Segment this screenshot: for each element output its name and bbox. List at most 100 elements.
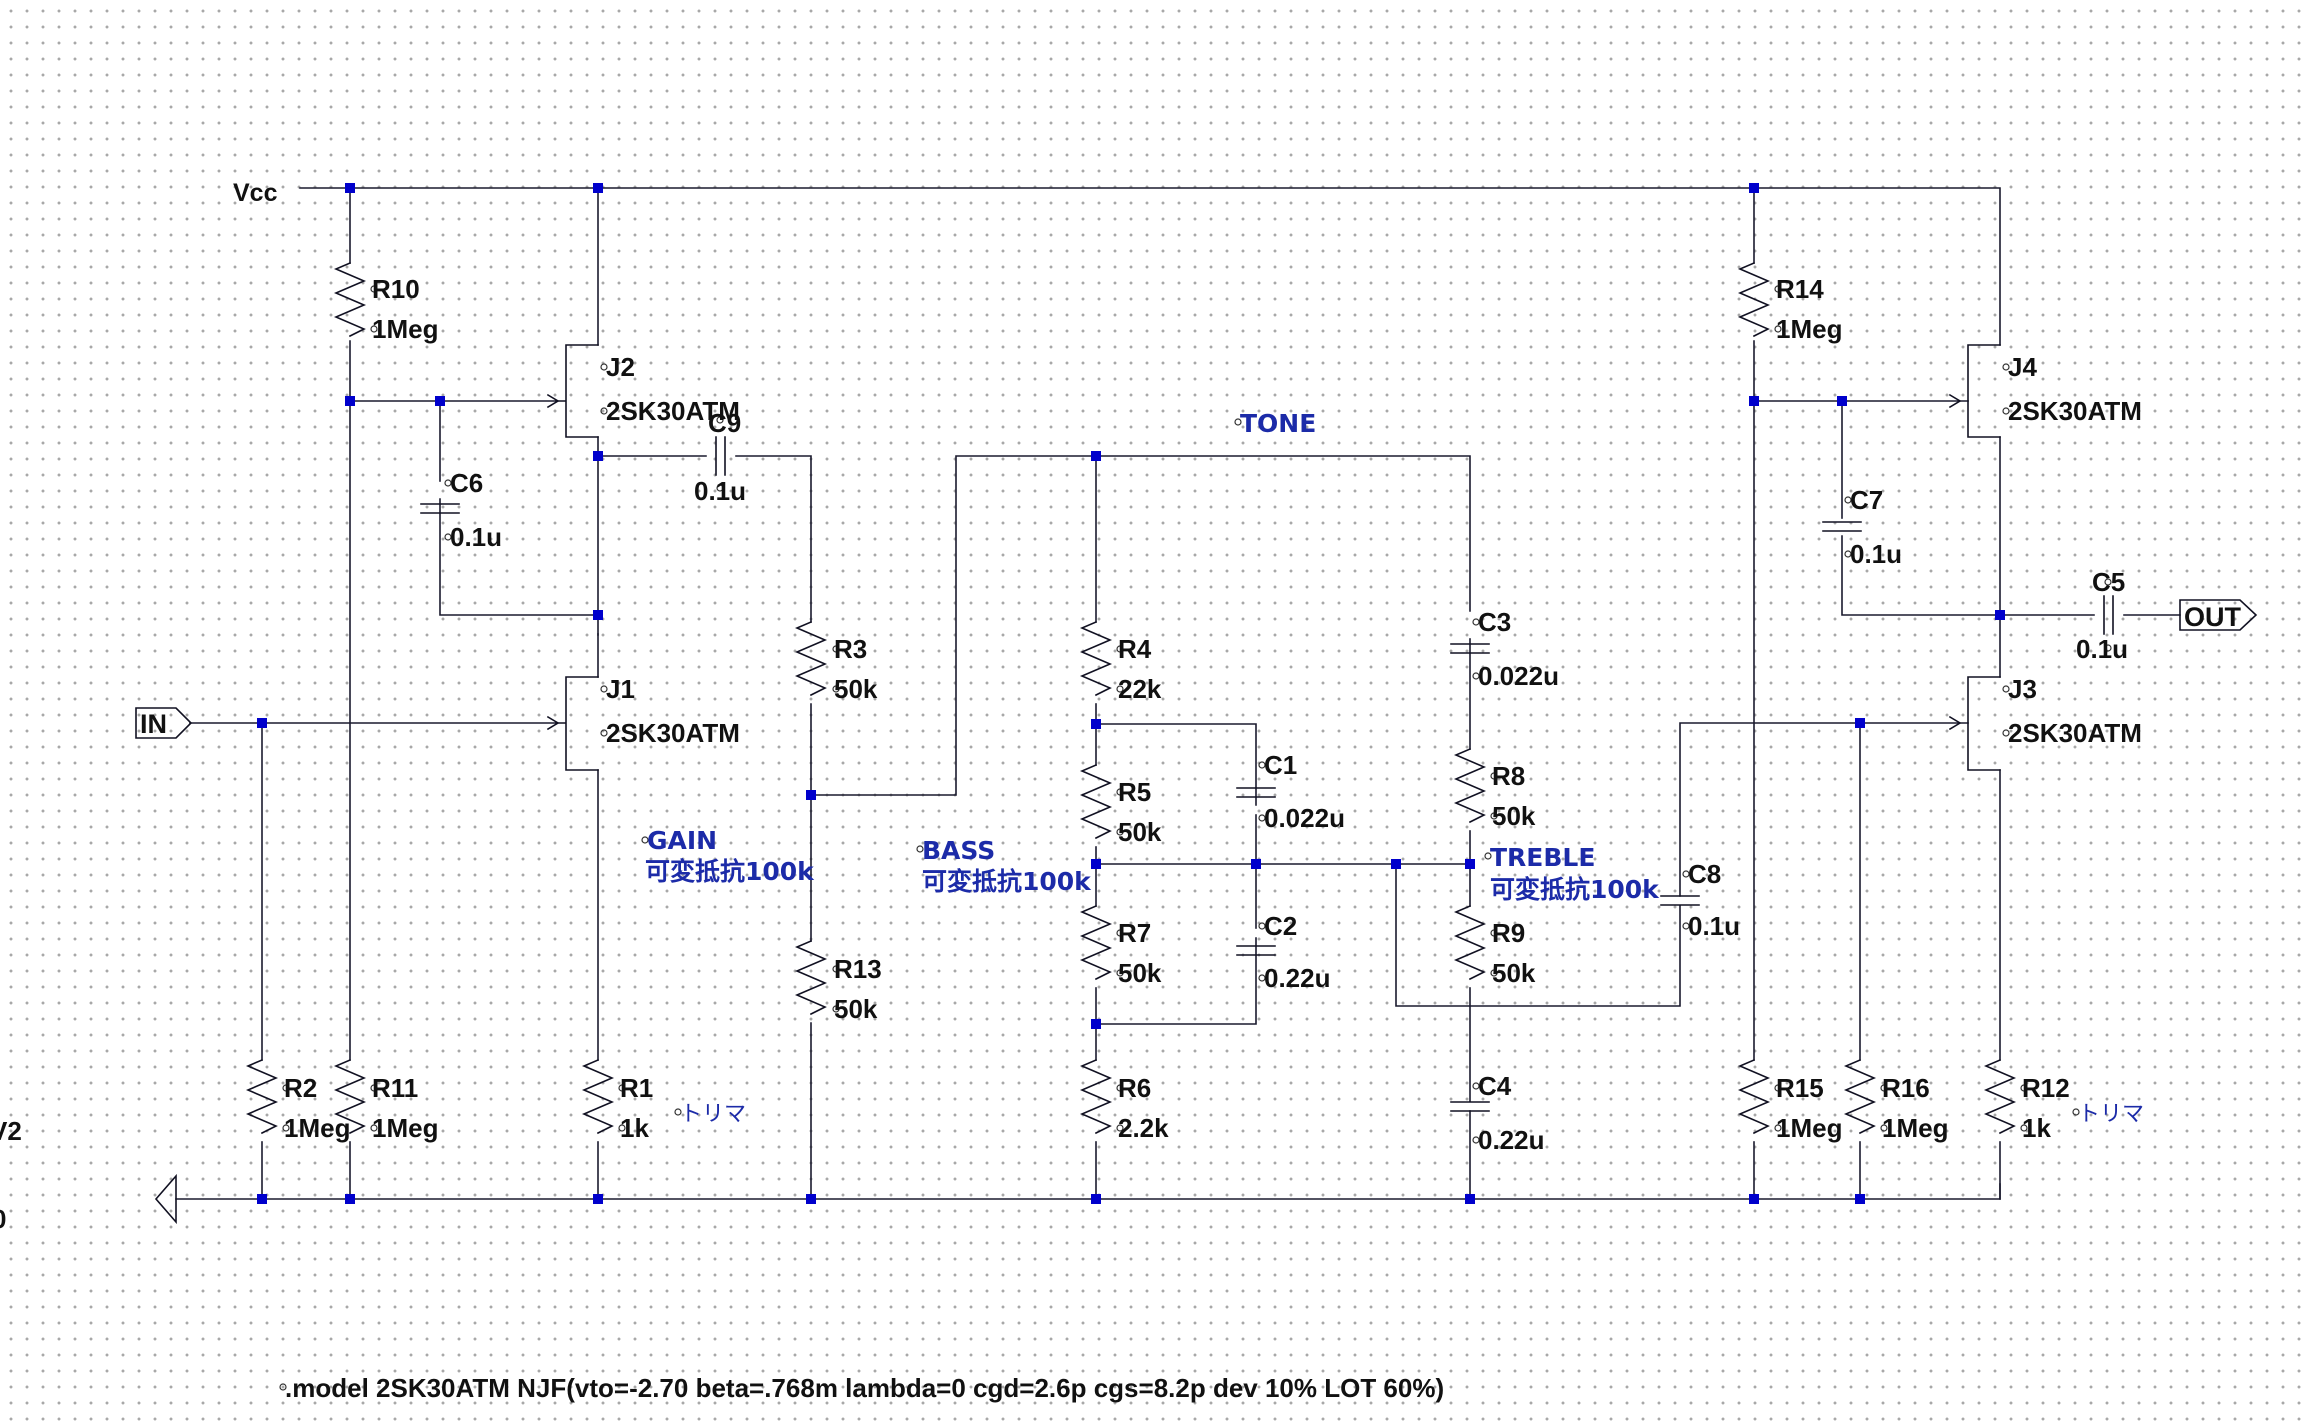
- jfet-j2-symbol[interactable]: [546, 344, 599, 438]
- r10-ref: R10: [372, 274, 420, 304]
- port-out[interactable]: OUT: [2179, 599, 2258, 632]
- j4-ref: J4: [2008, 352, 2037, 382]
- capacitor-c2-symbol[interactable]: [1236, 945, 1276, 956]
- comment-trimmer-left: トリマ: [680, 1102, 746, 1127]
- c2-value: 0.22u: [1264, 963, 1331, 993]
- resistor-r7-symbol[interactable]: [1079, 904, 1113, 981]
- r11-ref: R11: [372, 1073, 418, 1103]
- comment-treble-title: TREBLE: [1490, 843, 1595, 872]
- r8-value: 50k: [1492, 801, 1536, 831]
- capacitor-c6-symbol[interactable]: [420, 503, 460, 514]
- r9-value: 50k: [1492, 958, 1536, 988]
- resistor-r11-symbol[interactable]: [333, 1058, 367, 1135]
- r13-ref: R13: [834, 954, 882, 984]
- c4-ref: C4: [1478, 1071, 1512, 1101]
- jfet-j3-symbol[interactable]: [1948, 676, 2001, 771]
- c1-ref: C1: [1264, 750, 1297, 780]
- c6-ref: C6: [450, 468, 483, 498]
- r6-ref: R6: [1118, 1073, 1151, 1103]
- r14-ref: R14: [1776, 274, 1824, 304]
- resistor-r9-symbol[interactable]: [1453, 904, 1487, 981]
- r4-value: 22k: [1118, 674, 1162, 704]
- resistor-r4-symbol[interactable]: [1079, 620, 1113, 697]
- j2-ref: J2: [606, 352, 635, 382]
- c8-value: 0.1u: [1688, 911, 1740, 941]
- c4-value: 0.22u: [1478, 1125, 1545, 1155]
- c1-value: 0.022u: [1264, 803, 1345, 833]
- c9-ref: C9: [708, 408, 741, 438]
- j1-ref: J1: [606, 674, 635, 704]
- resistor-r6-symbol[interactable]: [1079, 1058, 1113, 1135]
- component-labels: R10 1Meg R11 1Meg R2 1Meg R1 1k R3 50k R…: [279, 274, 2142, 1391]
- jfet-j4-symbol[interactable]: [1948, 344, 2001, 438]
- spice-model-directive[interactable]: .model 2SK30ATM NJF(vto=-2.70 beta=.768m…: [285, 1373, 1444, 1403]
- resistor-r10-symbol[interactable]: [333, 261, 367, 338]
- r9-ref: R9: [1492, 918, 1525, 948]
- r7-value: 50k: [1118, 958, 1162, 988]
- capacitor-c9-symbol[interactable]: [715, 436, 726, 476]
- edge-fragment-top: V2: [0, 1116, 22, 1146]
- j2-value: 2SK30ATM: [606, 396, 740, 426]
- resistor-r14-symbol[interactable]: [1737, 261, 1771, 338]
- jfet-symbols: [546, 344, 2001, 771]
- ground-symbol[interactable]: [154, 1173, 177, 1225]
- c5-value: 0.1u: [2076, 634, 2128, 664]
- c2-ref: C2: [1264, 911, 1297, 941]
- resistor-r1-symbol[interactable]: [581, 1058, 615, 1135]
- r15-ref: R15: [1776, 1073, 1824, 1103]
- resistor-r12-symbol[interactable]: [1983, 1058, 2017, 1135]
- c3-value: 0.022u: [1478, 661, 1559, 691]
- r12-value: 1k: [2022, 1113, 2051, 1143]
- edge-fragment-bottom: 0: [0, 1204, 6, 1234]
- c9-value: 0.1u: [694, 476, 746, 506]
- c8-ref: C8: [1688, 859, 1721, 889]
- resistor-r13-symbol[interactable]: [794, 939, 828, 1016]
- r1-ref: R1: [620, 1073, 653, 1103]
- r8-ref: R8: [1492, 761, 1525, 791]
- r14-value: 1Meg: [1776, 314, 1842, 344]
- resistor-r16-symbol[interactable]: [1843, 1058, 1877, 1135]
- j1-value: 2SK30ATM: [606, 718, 740, 748]
- capacitor-c7-symbol[interactable]: [1822, 521, 1862, 532]
- port-in[interactable]: IN: [135, 707, 193, 739]
- r2-value: 1Meg: [284, 1113, 350, 1143]
- r3-ref: R3: [834, 634, 867, 664]
- jfet-j1-symbol[interactable]: [546, 676, 599, 771]
- resistor-r15-symbol[interactable]: [1737, 1058, 1771, 1135]
- resistor-r3-symbol[interactable]: [794, 620, 828, 697]
- schematic-comments: TONE GAIN 可変抵抗100k BASS 可変抵抗100k TREBLE …: [645, 409, 2144, 1127]
- resistor-r2-symbol[interactable]: [245, 1058, 279, 1135]
- r7-ref: R7: [1118, 918, 1151, 948]
- r4-ref: R4: [1118, 634, 1152, 664]
- c6-value: 0.1u: [450, 522, 502, 552]
- r1-value: 1k: [620, 1113, 649, 1143]
- capacitor-c4-symbol[interactable]: [1450, 1101, 1490, 1112]
- resistor-r8-symbol[interactable]: [1453, 747, 1487, 824]
- r3-value: 50k: [834, 674, 878, 704]
- r2-ref: R2: [284, 1073, 317, 1103]
- r5-ref: R5: [1118, 777, 1151, 807]
- label-anchors: [279, 285, 2112, 1391]
- comment-gain-note: 可変抵抗100k: [645, 857, 815, 886]
- r5-value: 50k: [1118, 817, 1162, 847]
- j3-value: 2SK30ATM: [2008, 718, 2142, 748]
- junction-dots: [257, 183, 2005, 1204]
- r16-ref: R16: [1882, 1073, 1930, 1103]
- comment-bass-note: 可変抵抗100k: [922, 867, 1092, 896]
- wires: [175, 187, 2181, 1200]
- resistor-r5-symbol[interactable]: [1079, 763, 1113, 840]
- capacitor-symbols: [420, 436, 2114, 1112]
- capacitor-c1-symbol[interactable]: [1236, 787, 1276, 798]
- comment-tone: TONE: [1240, 409, 1316, 438]
- comment-trimmer-right: トリマ: [2078, 1102, 2144, 1127]
- j4-value: 2SK30ATM: [2008, 396, 2142, 426]
- r6-value: 2.2k: [1118, 1113, 1169, 1143]
- capacitor-c8-symbol[interactable]: [1660, 895, 1700, 906]
- r13-value: 50k: [834, 994, 878, 1024]
- r16-value: 1Meg: [1882, 1113, 1948, 1143]
- capacitor-c5-symbol[interactable]: [2103, 595, 2114, 635]
- comment-gain-title: GAIN: [647, 826, 717, 855]
- port-in-label: IN: [140, 709, 167, 739]
- capacitor-c3-symbol[interactable]: [1450, 643, 1490, 654]
